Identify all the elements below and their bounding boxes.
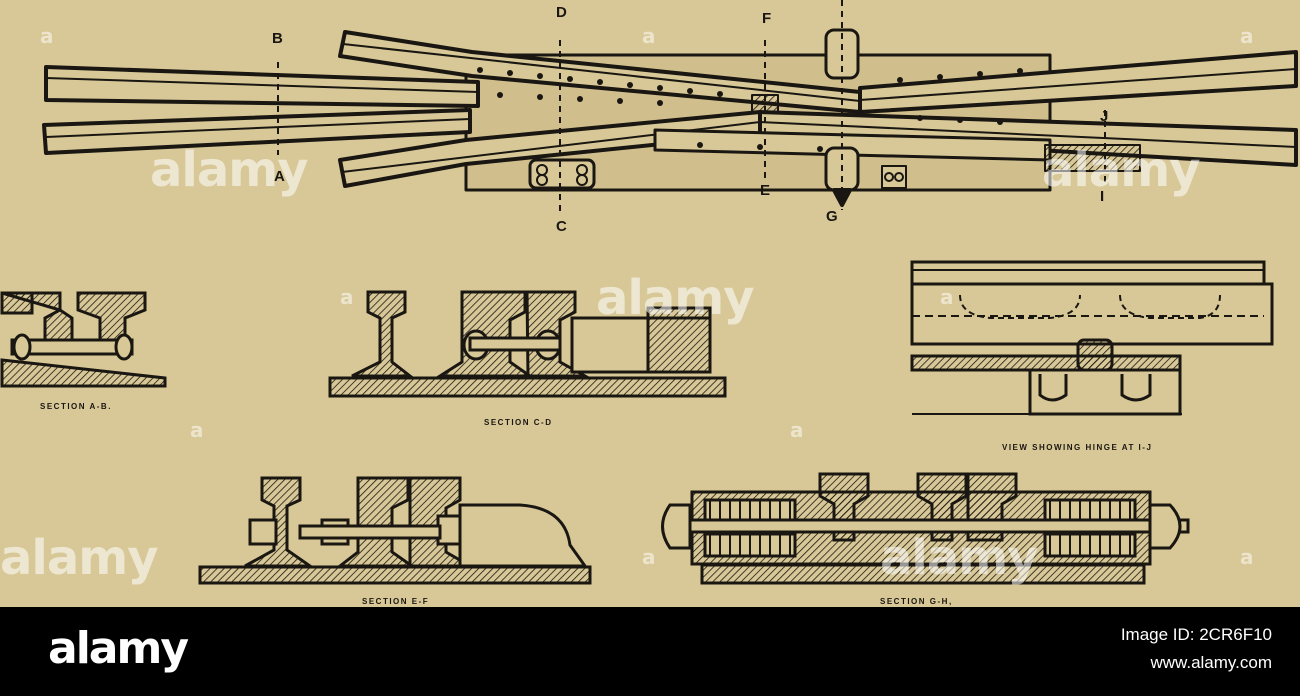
rail-left-lower bbox=[42, 108, 472, 155]
section-letter-f: F bbox=[762, 10, 772, 27]
plan-view bbox=[42, 28, 1298, 207]
hinge-view-drawing bbox=[910, 260, 1274, 416]
watermark-text: alamy bbox=[596, 270, 755, 326]
section-gh-drawing bbox=[661, 472, 1190, 585]
caption-section-ef: SECTION E-F bbox=[362, 597, 430, 606]
image-id: Image ID: 2CR6F10 bbox=[1120, 625, 1272, 644]
rail-left-upper-head bbox=[45, 77, 479, 93]
caption-section-ab: SECTION A-B. bbox=[40, 402, 112, 411]
bolt-row bbox=[477, 67, 1023, 152]
site-url: www.alamy.com bbox=[1150, 653, 1272, 672]
watermark-corner-mark: a bbox=[642, 545, 656, 569]
frog-drawing bbox=[0, 0, 1298, 585]
watermark-corner-mark: a bbox=[40, 24, 54, 48]
section-letter-e: E bbox=[760, 182, 771, 199]
footer-bar: alamy Image ID: 2CR6F10 www.alamy.com bbox=[0, 607, 1300, 696]
watermark-corner-mark: a bbox=[1240, 24, 1254, 48]
section-letter-j: J bbox=[1100, 108, 1109, 125]
caption-section-gh: SECTION G-H, bbox=[880, 597, 953, 606]
hinge-block bbox=[1044, 144, 1141, 172]
watermark-text: alamy bbox=[150, 142, 309, 198]
watermark-text: alamy bbox=[1042, 142, 1201, 198]
section-ef-drawing bbox=[198, 476, 592, 585]
watermark-corner-mark: a bbox=[790, 418, 804, 442]
rail-left-lower-head bbox=[45, 118, 471, 138]
section-letter-i: I bbox=[1100, 188, 1105, 205]
watermark-corner-mark: a bbox=[190, 418, 204, 442]
watermark-corner-mark: a bbox=[642, 24, 656, 48]
watermark-corner-mark: a bbox=[340, 285, 354, 309]
section-cd-drawing bbox=[328, 290, 727, 398]
section-letter-c: C bbox=[556, 218, 567, 235]
section-ab-drawing bbox=[0, 291, 167, 388]
section-cut-lines bbox=[277, 0, 1106, 215]
caption-hinge-view: VIEW SHOWING HINGE AT I-J bbox=[1002, 443, 1153, 452]
section-letter-g: G bbox=[826, 208, 838, 225]
section-letter-b: B bbox=[272, 30, 283, 47]
alamy-logo: alamy bbox=[48, 623, 189, 674]
rail-right-lower-head bbox=[759, 121, 1297, 148]
caption-section-cd: SECTION C-D bbox=[484, 418, 553, 427]
rail-left-upper bbox=[44, 65, 480, 108]
rail-right-upper-head bbox=[859, 68, 1297, 101]
section-letter-d: D bbox=[556, 4, 567, 21]
watermark-corner-mark: a bbox=[1240, 545, 1254, 569]
section-letter-a: A bbox=[274, 168, 285, 185]
watermark-text: alamy bbox=[880, 530, 1039, 586]
wing-rail-upper-head bbox=[342, 43, 861, 102]
rail-right-upper bbox=[858, 50, 1298, 114]
watermark-text: alamy bbox=[0, 530, 159, 586]
watermark-corner-mark: a bbox=[940, 285, 954, 309]
